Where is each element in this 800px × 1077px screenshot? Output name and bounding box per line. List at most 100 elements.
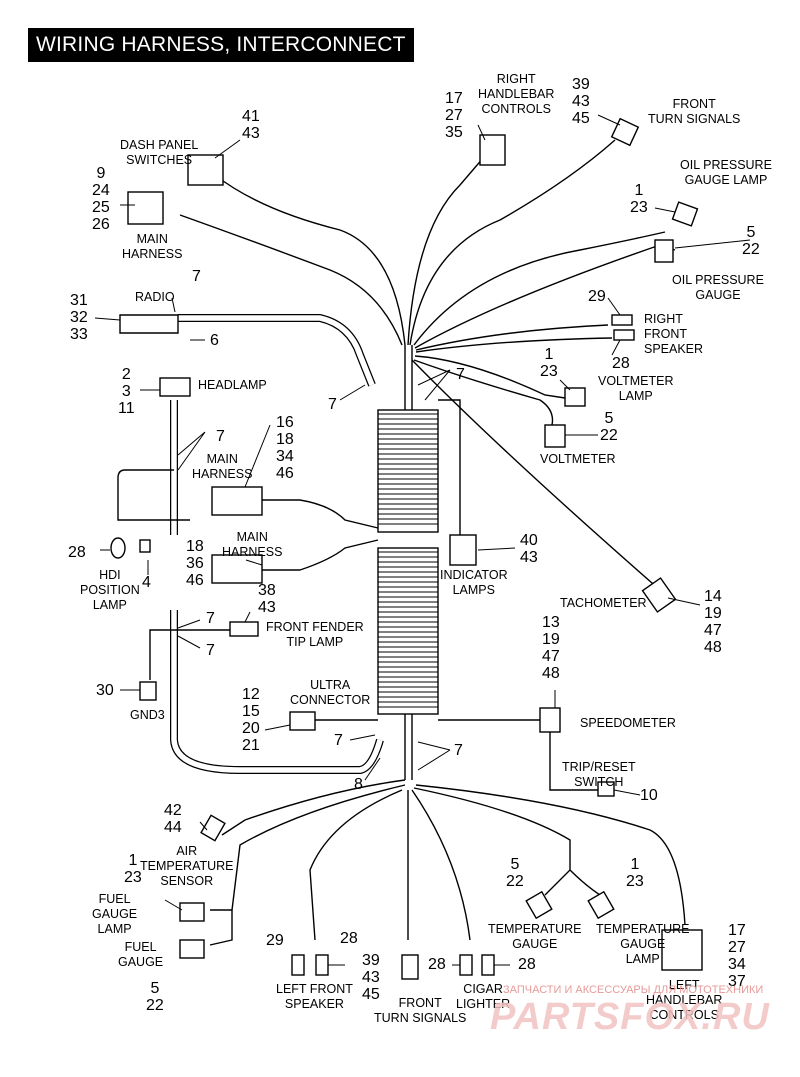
hdi-loop	[117, 469, 190, 521]
refs-oil-pressure-gauge-lamp: 1 23	[630, 182, 648, 216]
wire-fuel-gauge	[209, 910, 233, 946]
wire-left-speaker	[309, 789, 403, 941]
label-front-turn-signals-bottom: FRONT TURN SIGNALS	[374, 996, 467, 1025]
callout-clip-headlamp: 7	[216, 428, 225, 445]
refs-ultra-connector: 12 15 20 21	[242, 686, 260, 754]
wire-right-handlebar	[407, 149, 491, 346]
label-oil-pressure-gauge-lamp: OIL PRESSURE GAUGE LAMP	[680, 158, 772, 187]
gnd3-terminal	[139, 681, 157, 701]
label-speedometer: SPEEDOMETER	[580, 716, 676, 730]
right-handlebar-connector	[479, 134, 506, 166]
main-conduit-upper	[377, 409, 439, 533]
refs-main-harness-mid-2: 18 36 46	[186, 538, 204, 589]
oil-pressure-gauge-connector	[654, 239, 674, 263]
wire-temp-gauge	[413, 787, 571, 896]
refs-right-front-speaker-1: 29	[588, 288, 606, 305]
air-temp-connector	[200, 814, 226, 842]
label-tachometer: TACHOMETER	[560, 596, 647, 610]
front-turn-bottom-connector	[401, 954, 419, 980]
refs-front-fender-tip-lamp: 38 43	[258, 582, 276, 616]
refs-tachometer: 14 19 47 48	[704, 588, 722, 656]
wire-air-temp	[221, 779, 406, 836]
label-front-fender-tip-lamp: FRONT FENDER TIP LAMP	[266, 620, 364, 649]
page-title: WIRING HARNESS, INTERCONNECT	[28, 28, 414, 62]
label-left-handlebar-controls: LEFT HANDLEBAR CONTROLS	[646, 978, 723, 1022]
label-temperature-gauge: TEMPERATURE GAUGE	[488, 922, 582, 951]
refs-main-harness-top: 9 24 25 26	[92, 165, 110, 233]
dash-switch-connector	[187, 154, 224, 186]
wire-left-handlebar	[415, 784, 686, 926]
refs-cigar-lighter-2: 28	[518, 956, 536, 973]
headlamp-connector	[159, 377, 191, 397]
callout-clip-fender-2: 7	[206, 642, 215, 659]
wire-main-harness-mid-2	[262, 539, 379, 571]
refs-voltmeter: 5 22	[600, 410, 618, 444]
wire-oil-pressure-gauge	[414, 244, 676, 349]
label-hdi-position-lamp: HDI POSITION LAMP	[80, 568, 140, 612]
wire-dash-panel	[214, 174, 406, 346]
temp-gauge-connector	[525, 890, 553, 920]
refs-fuel-gauge-lamp: 1 23	[124, 852, 142, 886]
label-radio: RADIO	[135, 290, 175, 304]
fuel-lamp-connector	[179, 902, 205, 922]
oil-pressure-lamp-connector	[671, 201, 699, 227]
refs-temperature-gauge-lamp: 1 23	[626, 856, 644, 890]
refs-temperature-gauge: 5 22	[506, 856, 524, 890]
refs-indicator-lamps: 40 43	[520, 532, 538, 566]
radio-body	[119, 314, 179, 334]
left-handlebar-connector	[661, 929, 703, 971]
refs-hdi-position-lamp: 28	[68, 544, 86, 561]
label-main-harness-mid-1: MAIN HARNESS	[192, 452, 253, 481]
wire-voltmeter	[413, 359, 554, 426]
main-harness-top-connector	[127, 191, 164, 225]
trip-reset-connector	[597, 781, 615, 797]
trunk-bottom	[404, 714, 413, 780]
refs-left-front-speaker-1: 29	[266, 932, 284, 949]
wire-gnd3	[149, 629, 174, 680]
refs-radio: 31 32 33	[70, 292, 88, 343]
label-indicator-lamps: INDICATOR LAMPS	[440, 568, 508, 597]
label-gnd3: GND3	[130, 708, 165, 722]
refs-left-handlebar-controls: 17 27 34 37	[728, 922, 746, 990]
refs-fuel-gauge: 5 22	[146, 980, 164, 1014]
label-trip-reset-switch: TRIP/RESET SWITCH	[562, 760, 636, 789]
main-harness-mid-2-connector	[211, 554, 263, 584]
left-speaker-connector-1	[291, 954, 305, 976]
watermark-logo: PARTSFOX.RU	[490, 996, 770, 1038]
wire-main-harness-mid-1	[262, 499, 379, 529]
hdi-lamp-bulb	[110, 537, 126, 559]
callout-clip-lower-trunk: 7	[454, 742, 463, 759]
label-dash-panel-switches: DASH PANEL SWITCHES	[120, 138, 199, 167]
refs-oil-pressure-gauge: 5 22	[742, 224, 760, 258]
label-air-temperature-sensor: AIR TEMPERATURE SENSOR	[140, 844, 234, 888]
tachometer-connector	[641, 577, 677, 613]
label-fuel-gauge: FUEL GAUGE	[118, 940, 164, 969]
label-oil-pressure-gauge: OIL PRESSURE GAUGE	[672, 273, 764, 302]
temp-lamp-connector	[587, 890, 615, 920]
refs-headlamp: 2 3 11	[118, 366, 135, 417]
label-front-turn-signals-top: FRONT TURN SIGNALS	[648, 97, 741, 126]
refs-air-temperature-sensor: 42 44	[164, 802, 182, 836]
label-right-handlebar-controls: RIGHT HANDLEBAR CONTROLS	[478, 72, 555, 116]
fuel-gauge-connector	[179, 939, 205, 959]
ultra-connector-body	[289, 711, 316, 731]
refs-main-harness-mid-1: 16 18 34 46	[276, 414, 294, 482]
wire-speaker-2	[415, 337, 613, 353]
wire-tachometer	[411, 359, 661, 591]
wire-temp-lamp	[569, 869, 601, 896]
callout-clip-radio-conduit: 7	[328, 396, 337, 413]
wire-trip-reset	[549, 730, 605, 791]
refs-right-front-speaker-2: 28	[612, 355, 630, 372]
leader-lines	[94, 114, 751, 966]
voltmeter-lamp-connector	[564, 387, 586, 407]
wire-voltmeter-lamp	[414, 355, 566, 399]
label-voltmeter: VOLTMETER	[540, 452, 616, 466]
label-main-harness-top: MAIN HARNESS	[122, 232, 183, 261]
cigar-connector-1	[459, 954, 473, 976]
main-harness-mid-1-connector	[211, 486, 263, 516]
speaker-connector-2	[613, 329, 635, 341]
watermark-text: ЗАПЧАСТИ И АКСЕССУАРЫ ДЛЯ МОТОТЕХНИКИ	[503, 984, 764, 996]
label-temperature-gauge-lamp: TEMPERATURE GAUGE LAMP	[596, 922, 690, 966]
